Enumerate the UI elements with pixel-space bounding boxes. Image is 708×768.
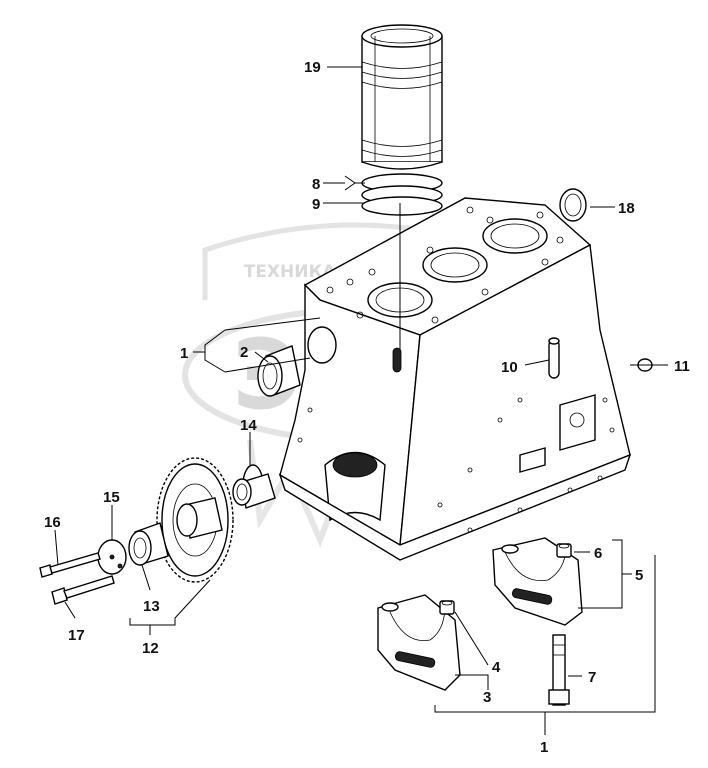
nut-6 (556, 543, 572, 558)
callout-11: 11 (674, 358, 690, 375)
nut-4 (439, 600, 455, 615)
callout-15: 15 (103, 489, 120, 506)
callout-3: 3 (483, 689, 491, 706)
callout-16: 16 (44, 514, 61, 531)
callout-7: 7 (588, 669, 596, 686)
bearing-cap-5 (492, 537, 583, 626)
stud-7 (548, 634, 570, 706)
seal-rings (361, 173, 443, 216)
callout-17: 17 (68, 627, 85, 644)
callout-2: 2 (240, 344, 248, 361)
cup-plug (559, 188, 587, 222)
gear-bushing (128, 522, 169, 566)
bolt-16 (39, 552, 101, 578)
bolt-17 (51, 575, 115, 605)
callout-labels: 19 8 9 18 1 2 10 11 14 15 16 13 17 12 6 … (44, 59, 690, 756)
callout-5: 5 (635, 567, 643, 584)
thrust-bushing (232, 464, 276, 509)
callout-13: 13 (143, 598, 160, 615)
callout-1-bottom: 1 (540, 739, 548, 756)
callout-10: 10 (501, 359, 518, 376)
callout-6: 6 (594, 545, 602, 562)
callout-14: 14 (240, 417, 257, 434)
idler-gear (156, 457, 234, 583)
cylinder-liner (361, 24, 443, 170)
callout-18: 18 (618, 200, 635, 217)
callout-1-left: 1 (180, 345, 188, 362)
leader-lines (54, 66, 668, 735)
callout-4: 4 (492, 659, 501, 676)
callout-19: 19 (304, 59, 321, 76)
callout-8: 8 (312, 176, 320, 193)
callout-9: 9 (312, 196, 320, 213)
thrust-washer (97, 539, 127, 575)
dowel-pin (548, 337, 560, 379)
bearing-cap-3 (377, 594, 461, 691)
cylinder-block (278, 197, 632, 561)
bushing (257, 345, 301, 397)
callout-12: 12 (142, 640, 159, 657)
